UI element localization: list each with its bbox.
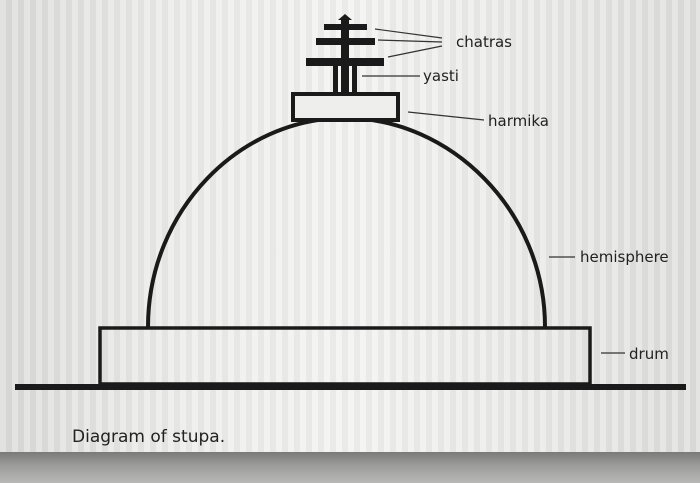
chatras-leader-3 (387, 45, 443, 58)
chatras-leader-2 (377, 39, 443, 43)
diagram-caption: Diagram of stupa. (72, 427, 226, 447)
label-drum: drum (629, 345, 669, 363)
chatra-top (338, 14, 352, 20)
chatra-lower (306, 58, 384, 66)
hemisphere-shape (146, 115, 547, 328)
page-bottom-shadow (0, 452, 700, 483)
label-harmika: harmika (488, 112, 549, 130)
label-chatras: chatras (456, 33, 512, 51)
label-yasti: yasti (423, 67, 459, 85)
chatra-middle (316, 38, 375, 45)
yasti-shape (341, 20, 349, 94)
drum-shape (98, 326, 592, 386)
harmika-leader (407, 111, 485, 121)
chatra-upper (324, 24, 367, 30)
chatras-leader-1 (374, 28, 443, 39)
chatra-support-right (352, 66, 357, 94)
chatra-support-left (333, 66, 338, 94)
harmika-shape (291, 92, 400, 122)
label-hemisphere: hemisphere (580, 248, 669, 266)
